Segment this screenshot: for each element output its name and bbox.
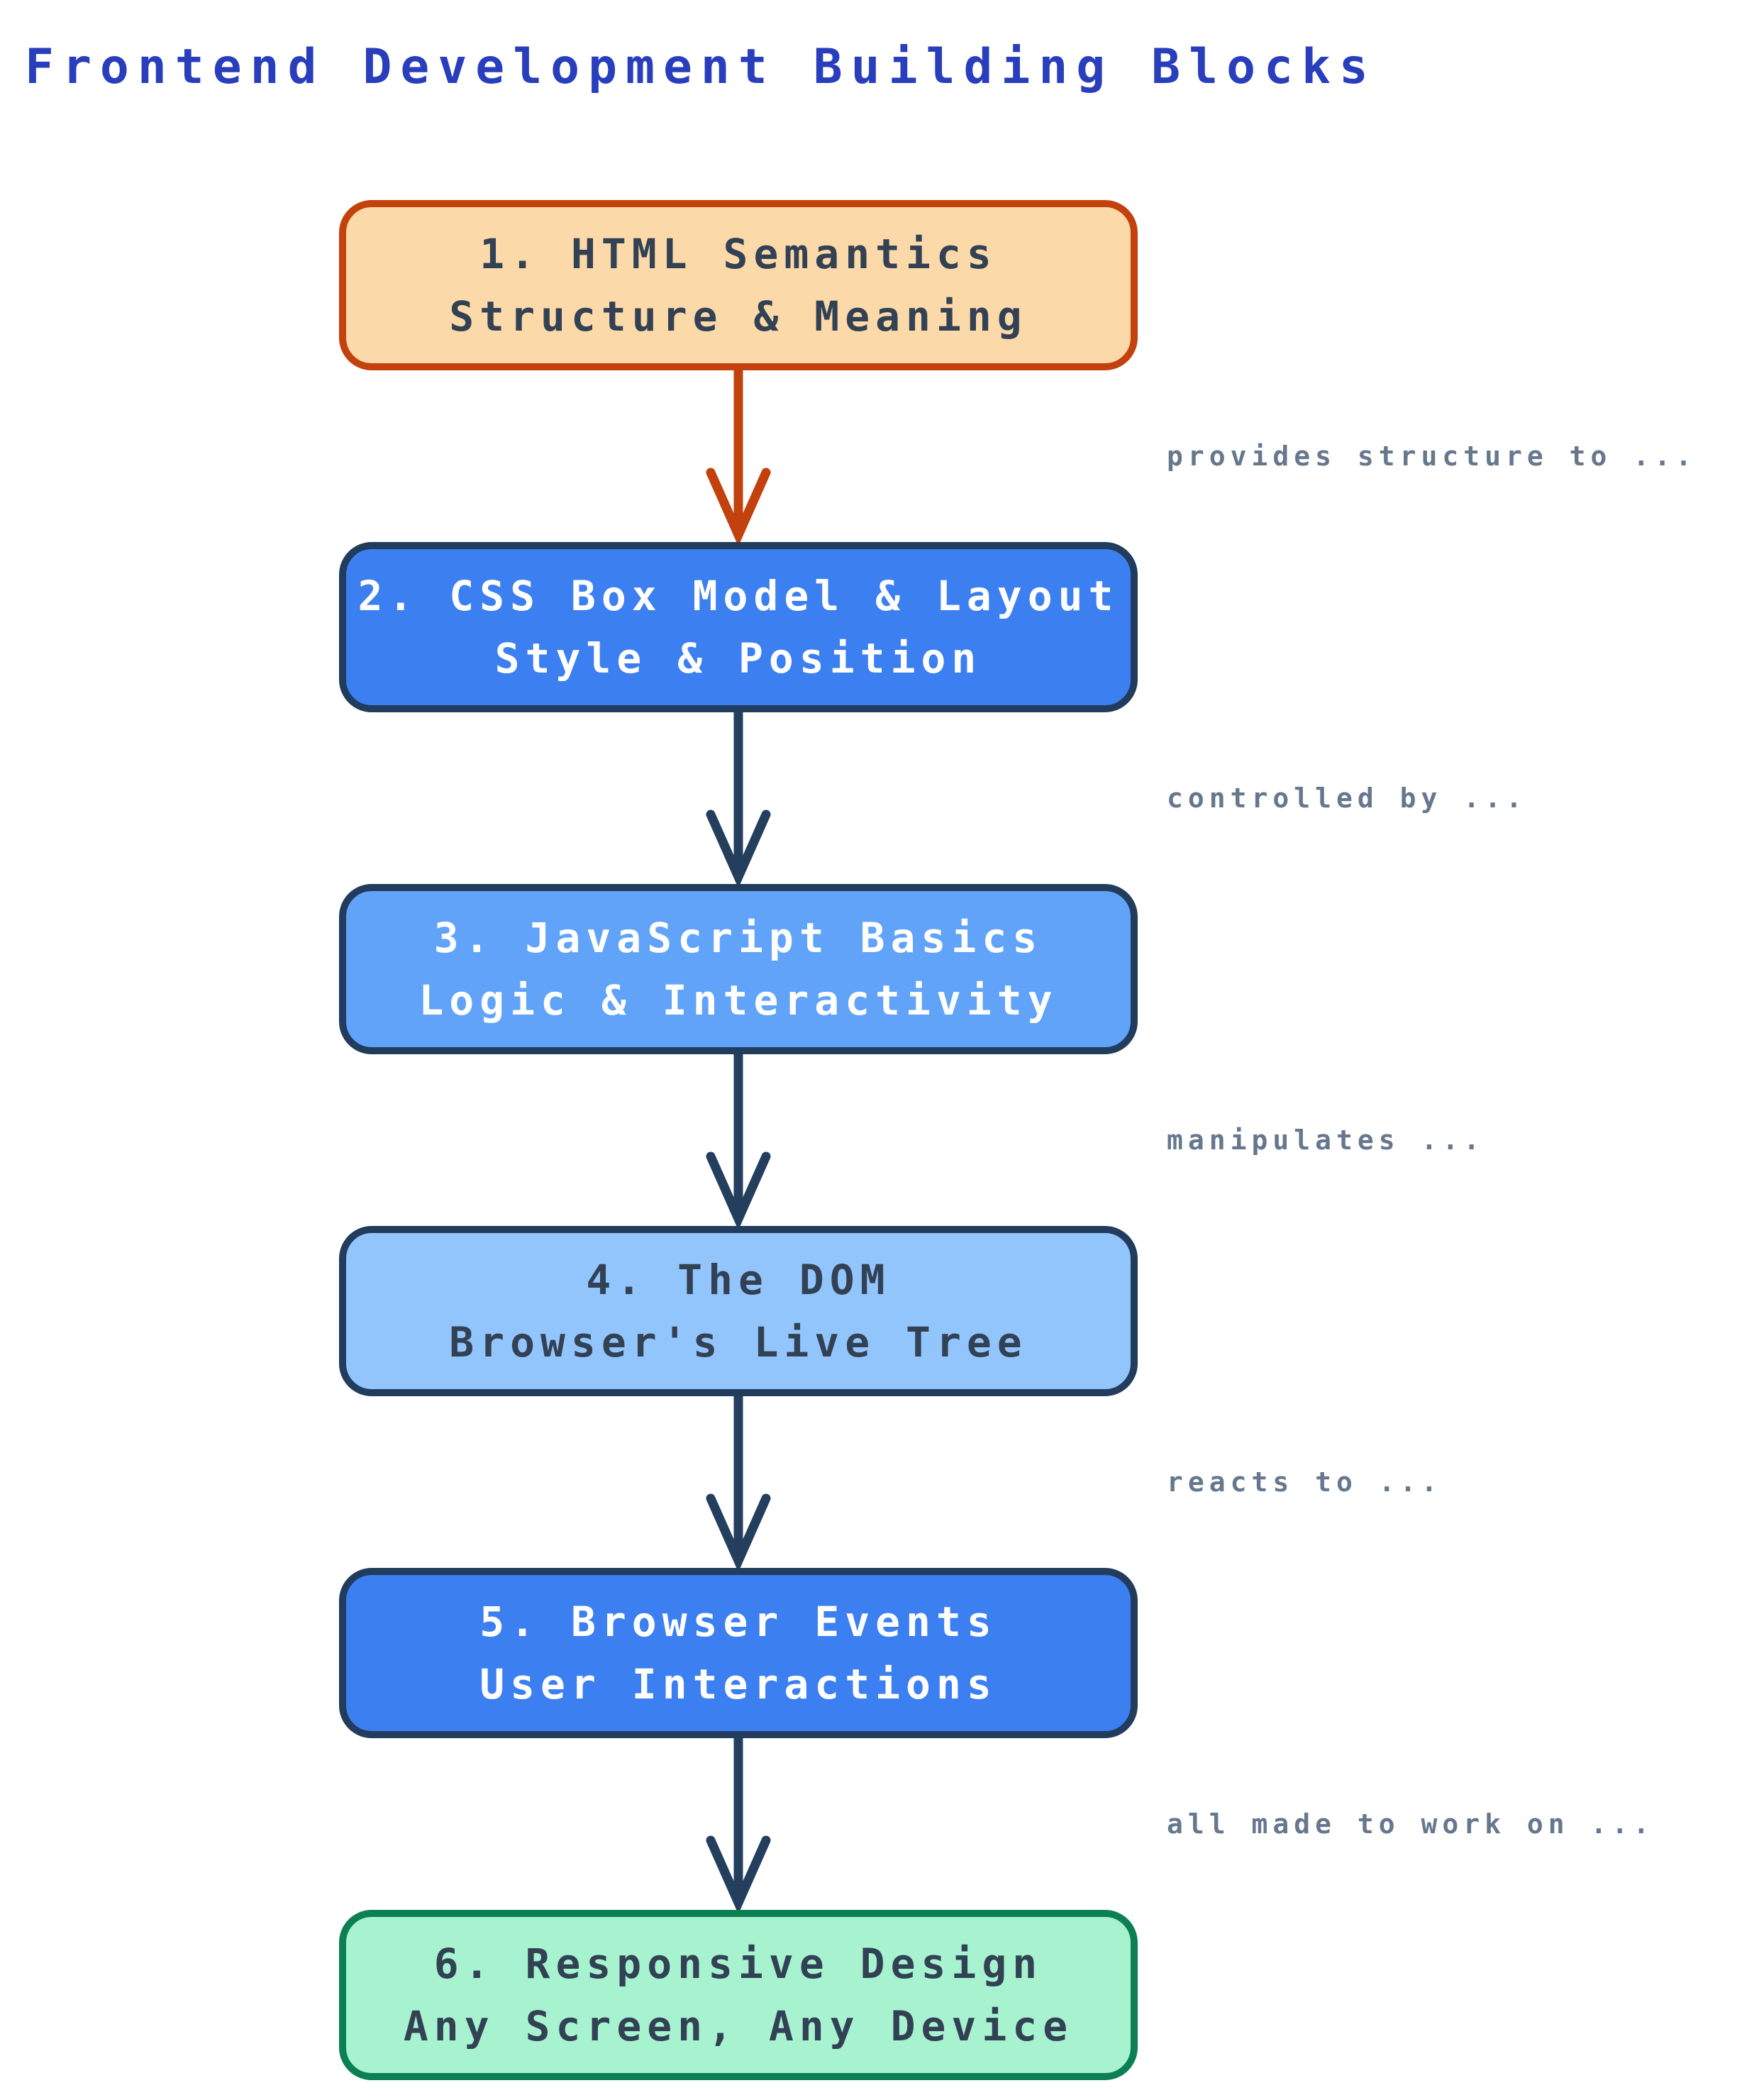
arrow-down-icon <box>706 370 771 542</box>
node-browser-events: 5. Browser Events User Interactions <box>339 1568 1138 1738</box>
node-subtitle: Style & Position <box>494 634 982 682</box>
node-title: 6. Responsive Design <box>433 1940 1043 1988</box>
node-subtitle: Logic & Interactivity <box>418 976 1058 1024</box>
node-subtitle: Structure & Meaning <box>449 292 1028 341</box>
edge-label: all made to work on ... <box>1167 1808 1655 1840</box>
node-title: 2. CSS Box Model & Layout <box>357 572 1119 620</box>
node-subtitle: Browser's Live Tree <box>449 1318 1028 1366</box>
edge-label: controlled by ... <box>1167 783 1527 814</box>
arrow-down-icon <box>706 712 771 884</box>
arrow-down-icon <box>706 1738 771 1910</box>
arrow-head <box>706 468 771 542</box>
node-title: 1. HTML Semantics <box>479 230 997 278</box>
arrow-down-icon <box>706 1396 771 1568</box>
node-html-semantics: 1. HTML Semantics Structure & Meaning <box>339 200 1138 370</box>
node-the-dom: 4. The DOM Browser's Live Tree <box>339 1226 1138 1396</box>
edge-label: reacts to ... <box>1167 1466 1443 1498</box>
arrow-head <box>706 809 771 884</box>
node-subtitle: Any Screen, Any Device <box>403 2002 1074 2050</box>
node-responsive-design: 6. Responsive Design Any Screen, Any Dev… <box>339 1910 1138 2080</box>
edge-label: provides structure to ... <box>1167 441 1697 472</box>
node-javascript-basics: 3. JavaScript Basics Logic & Interactivi… <box>339 884 1138 1054</box>
node-title: 4. The DOM <box>586 1256 891 1304</box>
node-title: 5. Browser Events <box>479 1598 997 1646</box>
arrow-head <box>706 1835 771 1910</box>
arrow-down-icon <box>706 1054 771 1226</box>
arrow-head <box>706 1151 771 1226</box>
page-title: Frontend Development Building Blocks <box>25 39 1377 95</box>
arrow-head <box>706 1493 771 1568</box>
node-subtitle: User Interactions <box>479 1660 997 1708</box>
edge-label: manipulates ... <box>1167 1124 1485 1156</box>
node-css-box-model: 2. CSS Box Model & Layout Style & Positi… <box>339 542 1138 712</box>
node-title: 3. JavaScript Basics <box>433 914 1043 962</box>
